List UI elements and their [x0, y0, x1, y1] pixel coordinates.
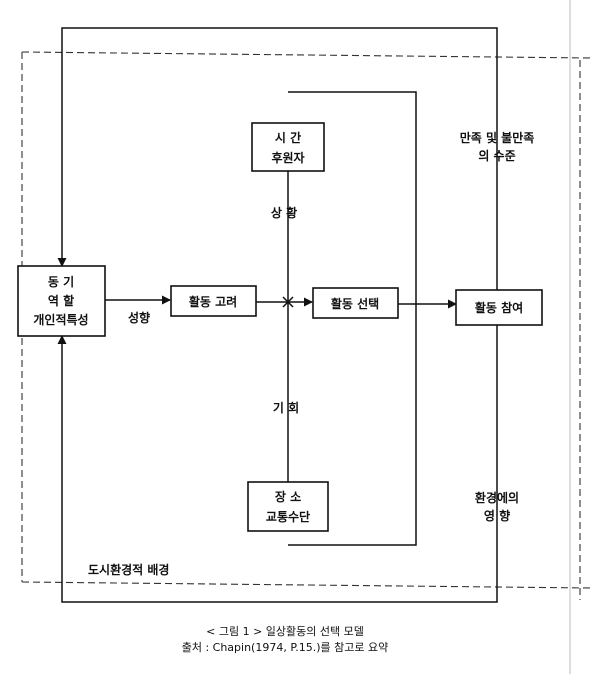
cross-mark — [282, 296, 294, 308]
place-line-2: 교통수단 — [266, 509, 310, 524]
participate-node: 활동 참여 — [455, 289, 543, 326]
satisfaction-line-2: 의 수준 — [478, 148, 515, 163]
motive-line-3: 개인적특성 — [33, 312, 88, 327]
time-node: 시 간 후원자 — [251, 122, 325, 172]
motive-line-1: 동 기 — [48, 274, 74, 289]
situation-label: 상 황 — [271, 205, 297, 220]
env-influence-line-1: 환경에의 — [475, 490, 519, 505]
motive-line-2: 역 할 — [48, 293, 74, 308]
participate-label: 활동 참여 — [475, 300, 523, 315]
time-line-2: 후원자 — [271, 150, 304, 165]
opportunity-label: 기 회 — [273, 400, 299, 415]
consider-label: 활동 고려 — [189, 294, 237, 309]
place-node: 장 소 교통수단 — [247, 481, 329, 532]
place-line-1: 장 소 — [275, 490, 301, 504]
constraint-bracket — [288, 91, 417, 546]
satisfaction-line-1: 만족 및 불만족 — [460, 130, 535, 145]
tendency-label: 성향 — [128, 310, 150, 325]
urban-env-label: 도시환경적 배경 — [88, 562, 169, 577]
time-line-1: 시 간 — [275, 130, 301, 145]
motive-node: 동 기 역 할 개인적특성 — [17, 265, 106, 337]
feedback-environment-arrow — [57, 325, 498, 603]
caption-line-2: 출처 : Chapin(1974, P.15.)를 참고로 요약 — [182, 640, 389, 654]
env-influence-line-2: 영 향 — [484, 508, 510, 523]
select-node: 활동 선택 — [312, 287, 399, 319]
feedback-satisfaction-arrow — [57, 27, 498, 290]
consider-node: 활동 고려 — [170, 285, 257, 317]
caption-line-1: < 그림 1 > 일상활동의 선택 모델 — [206, 624, 364, 638]
select-label: 활동 선택 — [331, 296, 379, 311]
